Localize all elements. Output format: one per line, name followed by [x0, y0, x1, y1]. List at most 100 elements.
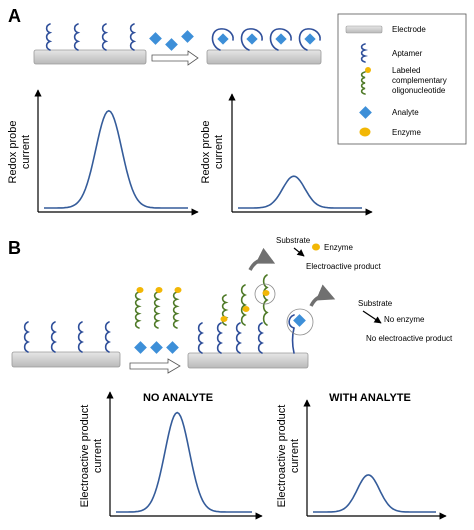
bound-analyte-icon — [246, 33, 258, 45]
enzyme-icon — [262, 290, 270, 296]
enzyme-icon — [242, 306, 250, 312]
y-axis-label-line2: current — [289, 439, 301, 473]
hybridized-aptamer-group — [197, 274, 295, 354]
analyte-icon — [166, 341, 179, 354]
bound-analyte-icon — [275, 33, 287, 45]
analyte-highlight-circle — [286, 308, 314, 336]
aptamer-icon — [45, 23, 53, 51]
y-axis-label-line2: current — [92, 439, 104, 473]
legend-aptamer-icon — [360, 43, 369, 63]
enzyme-icon — [174, 287, 182, 293]
aptamer-icon — [77, 321, 84, 353]
substrate-to-product-arrow — [293, 247, 305, 257]
bound-analyte-icon — [304, 33, 316, 45]
enzyme-icon — [220, 316, 228, 322]
legend-electrode-icon — [345, 25, 383, 34]
aptamer-group-b-left — [23, 321, 111, 353]
complementary-strand-icon — [262, 274, 269, 326]
complementary-strand-icon — [172, 291, 180, 329]
y-axis-label-line2: current — [213, 135, 225, 169]
y-axis-label-line1: Electroactive product — [276, 405, 288, 508]
bound-analyte-icon — [217, 33, 229, 45]
peak-curve — [116, 411, 252, 513]
substrate-label-right: Substrate — [358, 299, 393, 308]
complementary-strand-group — [134, 287, 182, 329]
y-axis-label-line1: Redox probe — [200, 121, 212, 184]
complementary-strand-icon — [153, 291, 161, 329]
analyte-group-a — [149, 30, 194, 51]
panel-b-letter: B — [8, 238, 21, 258]
legend-label-aptamer: Aptamer — [392, 49, 423, 58]
y-axis-label-line1: Electroactive product — [79, 405, 91, 508]
folded-aptamer-icon — [298, 28, 321, 51]
aptamer-icon — [50, 321, 57, 353]
no-product-label: No electroactive product — [366, 334, 453, 343]
graph-a-right: Redox probe current — [200, 93, 373, 216]
folded-aptamer-icon — [288, 314, 295, 329]
folded-aptamer-icon — [240, 28, 263, 51]
reaction-arrow-right — [309, 284, 336, 307]
enzyme-icon — [155, 287, 163, 293]
bound-analyte-icon — [293, 314, 306, 327]
graph-heading: NO ANALYTE — [143, 392, 213, 404]
y-axis-label-line2: current — [20, 135, 32, 169]
complementary-strand-icon — [134, 291, 142, 329]
analyte-icon — [181, 30, 194, 43]
analyte-group-b — [134, 341, 179, 354]
analyte-icon — [150, 341, 163, 354]
legend-box — [337, 13, 467, 145]
aptamer-icon — [101, 23, 109, 51]
y-axis-label-line1: Redox probe — [7, 121, 19, 184]
aptamer-icon — [104, 321, 111, 353]
enzyme-highlight-circle — [254, 283, 276, 305]
substrate-label-top: Substrate — [276, 236, 311, 245]
electrode-b-right — [187, 352, 309, 369]
legend-analyte-icon — [359, 106, 372, 119]
product-label-top: Electroactive product — [306, 262, 381, 271]
folded-aptamer-icon — [269, 28, 292, 51]
aptamer-icon — [129, 23, 137, 51]
peak-curve — [44, 109, 188, 209]
legend-label-electrode: Electrode — [392, 25, 426, 34]
legend-complementary-icon — [360, 71, 366, 95]
enzyme-label-top: Enzyme — [324, 243, 353, 252]
aptamer-icon — [235, 322, 242, 354]
enzyme-icon — [136, 287, 144, 293]
analyte-icon — [149, 32, 162, 45]
folded-aptamer-icon — [211, 28, 234, 51]
electrode-a-right — [206, 49, 322, 65]
electrode-a-left — [33, 49, 147, 65]
complementary-strand-icon — [240, 284, 247, 326]
panel-a-letter: A — [8, 6, 21, 26]
electrode-b-left — [11, 351, 121, 368]
process-arrow-b — [129, 358, 181, 374]
aptamer-icon — [73, 23, 81, 51]
legend-label-analyte: Analyte — [392, 108, 419, 117]
legend-label-dot-icon — [365, 67, 371, 73]
enzyme-icon — [312, 243, 320, 251]
legend-enzyme-icon — [359, 127, 371, 137]
aptamer-icon — [23, 321, 30, 353]
legend-label-enzyme: Enzyme — [392, 128, 421, 137]
graph-b-right: WITH ANALYTE Electroactive product curre… — [276, 392, 447, 520]
legend-label-complementary-2: complementary — [392, 76, 447, 85]
process-arrow-a — [151, 50, 199, 66]
aptamer-icon — [257, 322, 264, 354]
folded-aptamer-icon — [291, 327, 295, 354]
peak-curve — [313, 474, 436, 513]
folded-aptamer-group — [211, 28, 321, 51]
aptamer-icon — [216, 322, 223, 354]
analyte-icon — [134, 341, 147, 354]
graph-heading: WITH ANALYTE — [329, 392, 411, 404]
graph-b-left: NO ANALYTE Electroactive product current — [79, 391, 263, 520]
no-enzyme-label: No enzyme — [384, 315, 425, 324]
reaction-arrow-top — [248, 247, 276, 271]
peak-curve — [238, 175, 362, 209]
aptamer-group-a-left — [45, 23, 137, 51]
graph-a-left: Redox probe current — [7, 89, 199, 216]
legend: Electrode Aptamer Labeled complementary … — [337, 13, 467, 145]
aptamer-icon — [197, 322, 204, 354]
substrate-no-enzyme-arrow — [362, 310, 382, 324]
legend-label-complementary-1: Labeled — [392, 66, 420, 75]
